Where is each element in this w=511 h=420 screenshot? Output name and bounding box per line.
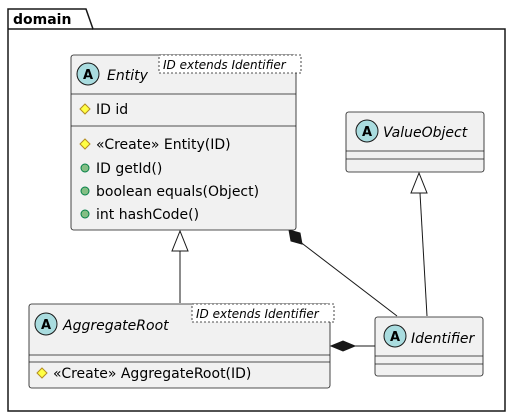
abstract-class-badge-icon: A	[76, 62, 100, 86]
class-identifier[interactable]: A Identifier	[374, 316, 484, 377]
abstract-class-badge-icon: A	[355, 119, 379, 143]
public-visibility-icon	[80, 186, 90, 196]
class-entity[interactable]: A Entity ID extends Identifier ID id «Cr…	[70, 54, 302, 231]
method-row: «Create» Entity(ID)	[79, 137, 231, 153]
method-row: int hashCode()	[80, 207, 199, 223]
type-parameter: ID extends Identifier	[163, 58, 287, 72]
method-text: ID getId()	[96, 161, 162, 177]
protected-visibility-icon	[36, 367, 48, 379]
class-valueobject[interactable]: A ValueObject	[345, 111, 485, 173]
method-text: «Create» Entity(ID)	[96, 137, 231, 153]
generalization-aggregateroot-entity	[171, 229, 189, 303]
class-name: Entity	[107, 68, 149, 84]
generalization-identifier-valueobject	[410, 171, 428, 317]
class-aggregateroot[interactable]: A AggregateRoot ID extends Identifier «C…	[28, 303, 335, 389]
public-visibility-icon	[80, 163, 90, 173]
field-text: ID id	[96, 102, 128, 118]
relationships	[171, 171, 428, 352]
abstract-class-badge-icon: A	[383, 324, 407, 348]
badge-letter: A	[390, 330, 400, 345]
public-visibility-icon	[80, 209, 90, 219]
badge-letter: A	[83, 68, 93, 83]
type-parameter-box	[158, 54, 302, 74]
protected-visibility-icon	[79, 138, 91, 150]
class-name: AggregateRoot	[62, 318, 169, 334]
badge-letter: A	[362, 125, 372, 140]
type-parameter-box	[191, 303, 335, 323]
method-text: int hashCode()	[96, 207, 199, 223]
method-text: «Create» AggregateRoot(ID)	[53, 366, 251, 382]
method-row: «Create» AggregateRoot(ID)	[36, 366, 251, 382]
abstract-class-badge-icon: A	[34, 312, 58, 336]
method-row: ID getId()	[80, 161, 162, 177]
field-row: ID id	[79, 102, 128, 118]
method-text: boolean equals(Object)	[96, 184, 259, 200]
method-row: boolean equals(Object)	[80, 184, 259, 200]
package-title: domain	[13, 12, 71, 28]
protected-visibility-icon	[79, 103, 91, 115]
type-parameter: ID extends Identifier	[196, 307, 320, 321]
composition-aggregateroot-identifier	[329, 340, 375, 352]
class-name: Identifier	[411, 331, 476, 347]
class-name: ValueObject	[383, 125, 468, 141]
composition-entity-identifier	[288, 229, 398, 317]
badge-letter: A	[41, 318, 51, 333]
